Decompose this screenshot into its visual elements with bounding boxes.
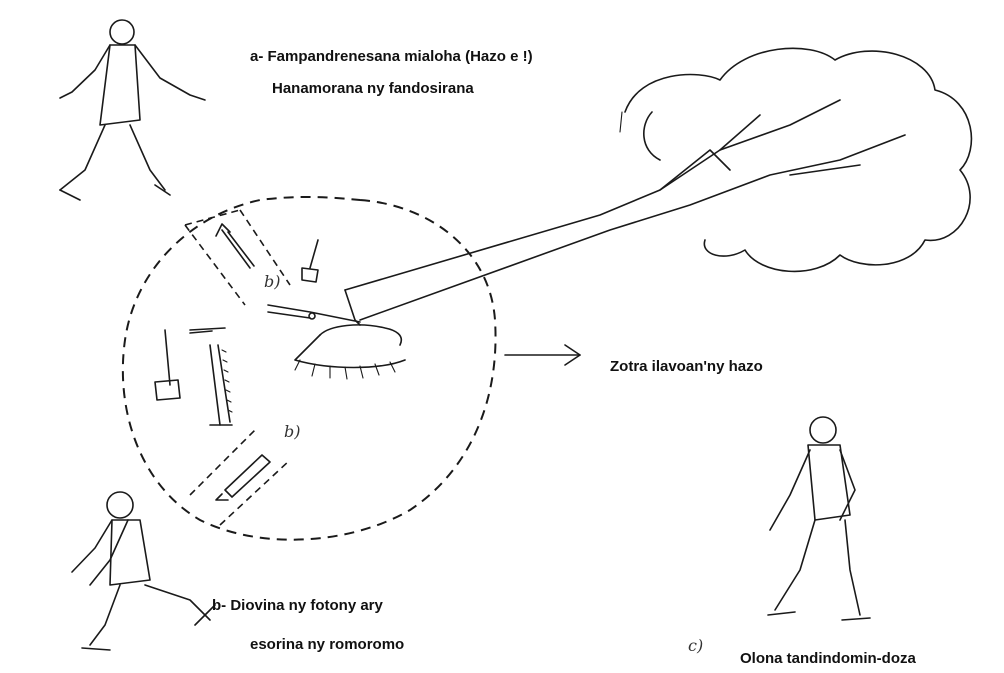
saw-icon xyxy=(210,345,232,425)
person-top-left xyxy=(60,20,205,200)
knife-icon xyxy=(190,328,225,333)
person-bottom-right xyxy=(768,417,870,620)
mark-b-lower: b) xyxy=(284,422,300,441)
caption-b-line1: b- Diovina ny fotony ary xyxy=(212,597,383,614)
tree-crown xyxy=(625,48,971,271)
escape-route-lower xyxy=(190,430,290,525)
person-bottom-left xyxy=(72,492,215,650)
stray-mark xyxy=(620,112,622,132)
tree-stump xyxy=(295,325,405,379)
zone-arrow xyxy=(505,345,580,365)
hammer-icon xyxy=(302,240,318,282)
mark-c: c) xyxy=(688,636,703,655)
caption-zone: Zotra ilavoan'ny hazo xyxy=(610,358,763,375)
tree-trunk xyxy=(345,100,905,325)
axe-icon xyxy=(155,330,180,400)
caption-a-line2: Hanamorana ny fandosirana xyxy=(272,80,474,97)
felling-cut xyxy=(268,305,360,322)
danger-zone-circle xyxy=(123,197,496,540)
mark-b-upper: b) xyxy=(264,272,280,291)
caption-b-line2: esorina ny romoromo xyxy=(250,636,404,653)
caption-c-line1: Olona tandindomin-doza xyxy=(740,650,916,667)
caption-a-line1: a- Fampandrenesana mialoha (Hazo e !) xyxy=(250,48,533,65)
